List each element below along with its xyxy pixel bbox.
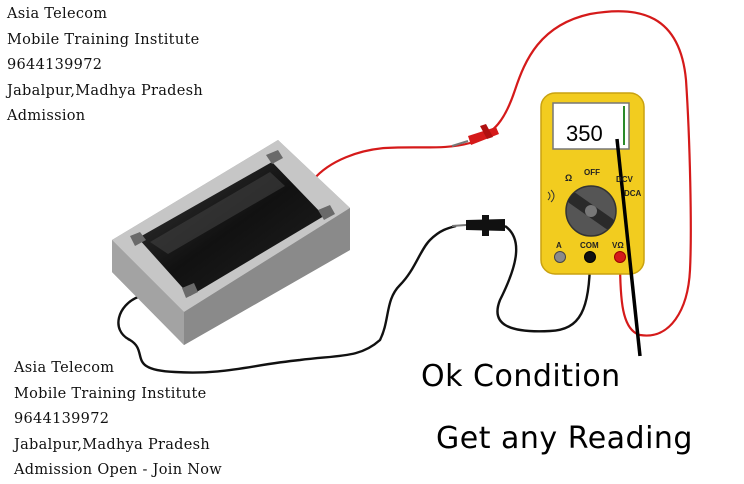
info-top-line-4: Jabalpur,Madhya Pradesh: [7, 82, 204, 99]
info-bottom-line-1: Asia Telecom: [14, 360, 115, 376]
meter-display: [552, 102, 630, 150]
label-com: COM: [580, 241, 599, 250]
jack-vohm: [614, 251, 626, 263]
label-dca: DCA: [624, 189, 642, 198]
jack-com: [584, 251, 596, 263]
red-lead-wire: [312, 10, 692, 337]
black-lead-wire-meter: [496, 225, 592, 333]
pointer-line: [615, 138, 642, 357]
ohm-sound-icon: [547, 189, 555, 203]
label-dcv: DCV: [616, 175, 634, 184]
caption-get-reading: Get any Reading: [436, 421, 693, 456]
label-vohm: VΩ: [612, 241, 624, 250]
black-lead-wire: [117, 224, 457, 374]
smd-resistor: [112, 140, 350, 345]
label-ohm: Ω: [565, 173, 572, 183]
info-text-top: Asia Telecom Mobile Training Institute 9…: [7, 2, 203, 130]
info-top-line-2: Mobile Training Institute: [7, 31, 200, 48]
info-bottom-line-2: Mobile Training Institute: [14, 385, 207, 402]
red-probe: [451, 124, 499, 147]
caption-ok-condition: Ok Condition: [421, 359, 621, 394]
info-top-line-3: 9644139972: [7, 57, 103, 73]
info-top-line-5: Admission: [7, 108, 86, 124]
info-text-bottom: Asia Telecom Mobile Training Institute 9…: [14, 356, 222, 484]
multimeter: [540, 92, 645, 275]
info-bottom-line-4: Jabalpur,Madhya Pradesh: [14, 436, 211, 453]
black-probe: [451, 215, 505, 236]
meter-reading: 350: [566, 121, 603, 146]
label-off: OFF: [584, 168, 600, 177]
jack-a: [554, 251, 566, 263]
label-a: A: [556, 241, 562, 250]
info-bottom-line-5: Admission Open - Join Now: [14, 462, 223, 478]
info-top-line-1: Asia Telecom: [7, 6, 108, 22]
info-bottom-line-3: 9644139972: [14, 411, 110, 427]
